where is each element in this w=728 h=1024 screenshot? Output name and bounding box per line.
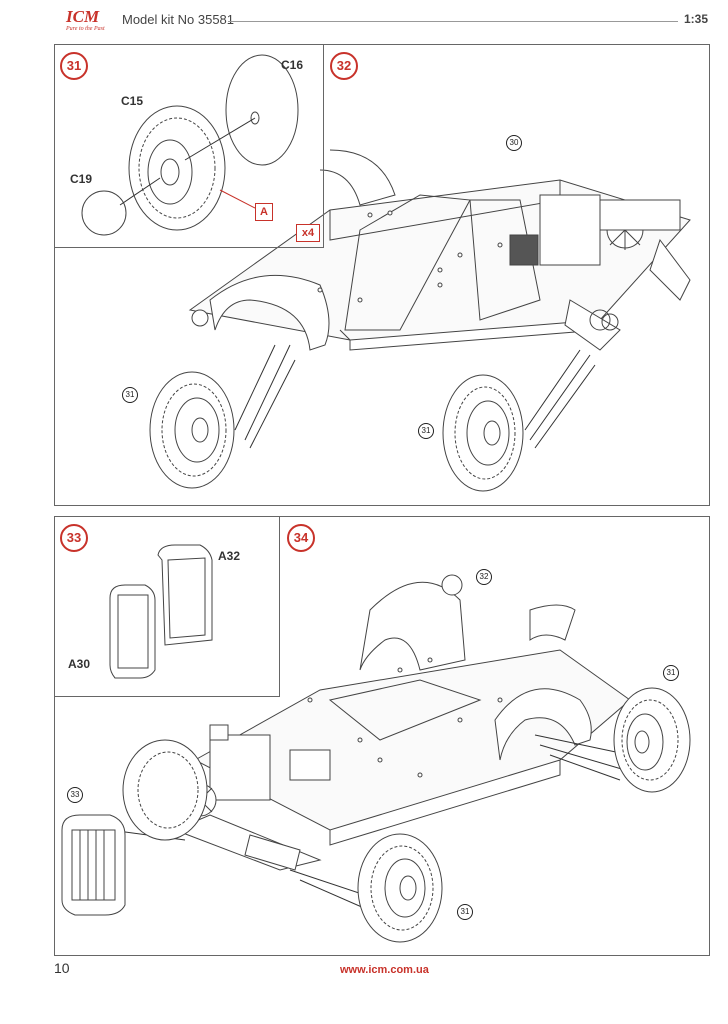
header-rule (228, 21, 678, 22)
radiator-assembly-step33 (109, 544, 213, 679)
part-label-c16: C16 (281, 58, 304, 72)
website-link[interactable]: www.icm.com.ua (340, 964, 429, 976)
step-33-number: 33 (60, 524, 88, 552)
part-label-a30: A30 (68, 657, 91, 671)
kit-title: Model kit No 35581 (122, 12, 235, 27)
logo-tagline: Pure to the Past (66, 26, 105, 32)
step-33-panel (54, 516, 280, 697)
icm-logo: ICM Pure to the Past (66, 8, 112, 36)
part-label-a32: A32 (218, 549, 241, 563)
radiator-drawing-step34 (61, 814, 126, 916)
quantity-label: x4 (296, 224, 320, 242)
step-34-number: 34 (287, 524, 315, 552)
scale-label: 1:35 (684, 12, 709, 26)
part-label-c15: C15 (121, 94, 144, 108)
wheel-drawing-step34-front-left (122, 739, 208, 841)
step-32-number: 32 (330, 52, 358, 80)
ref-step-31-right: 31 (418, 423, 434, 439)
ref-step-31-left: 31 (122, 387, 138, 403)
part-label-c19: C19 (70, 172, 93, 186)
ref-step-33: 33 (67, 787, 83, 803)
chassis-drawing-step32 (188, 149, 691, 449)
step-34-panel (54, 516, 710, 956)
ref-step-31-front: 31 (457, 904, 473, 920)
wheel-drawing-step32-left (149, 371, 235, 489)
step-31-number: 31 (60, 52, 88, 80)
wheel-assembly-step31 (81, 54, 299, 236)
ref-step-31-rear: 31 (663, 665, 679, 681)
step-32-panel (54, 44, 710, 506)
page-header: ICM Pure to the Past Model kit No 35581 … (0, 0, 728, 40)
ref-step-30: 30 (506, 135, 522, 151)
wheel-drawing-step34-front-right (357, 833, 443, 943)
wheel-drawing-step34-rear-right (613, 687, 691, 793)
ref-step-32: 32 (476, 569, 492, 585)
wheel-drawing-step32-right (442, 374, 524, 492)
page-number: 10 (54, 960, 70, 976)
color-label-a: A (255, 203, 273, 221)
logo-text: ICM (66, 7, 100, 26)
